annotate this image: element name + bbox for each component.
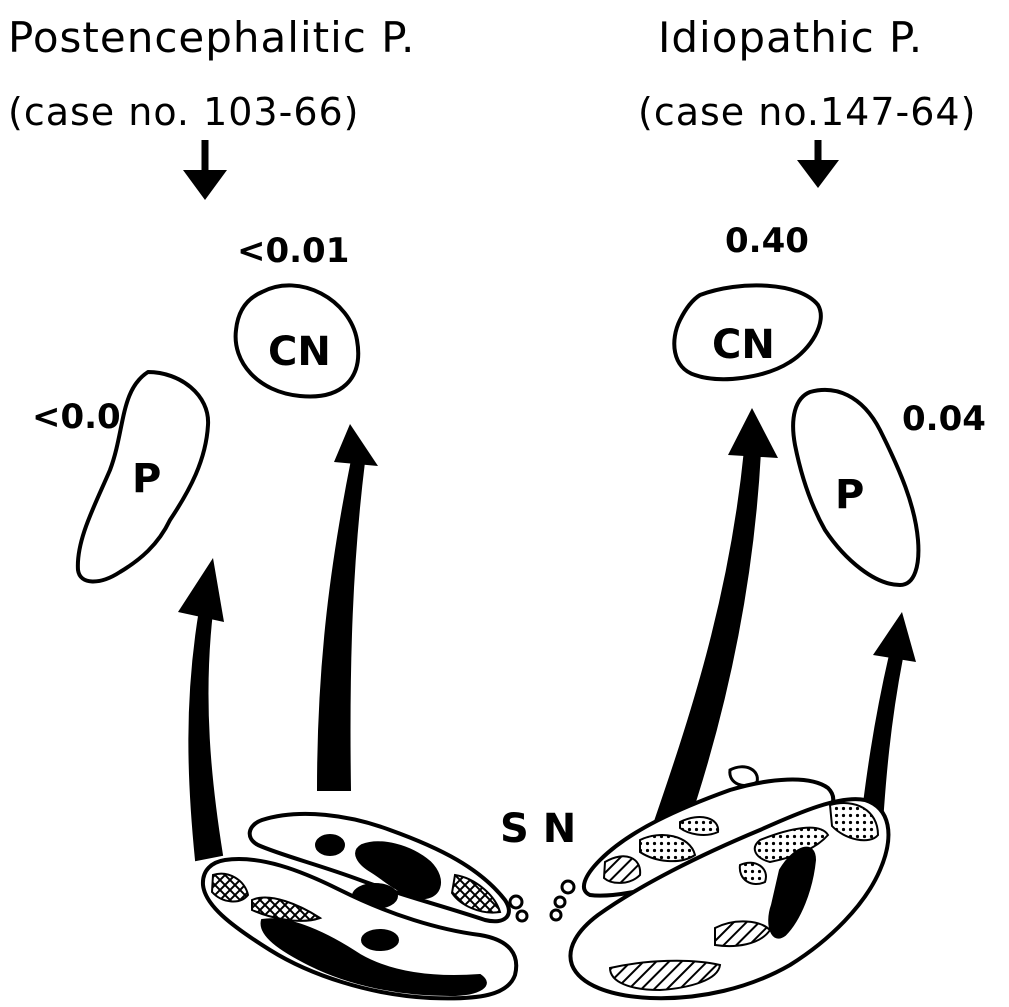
left-cn-label: CN xyxy=(268,329,331,375)
sn-label: S N xyxy=(500,806,576,852)
left-substantia-nigra-section xyxy=(203,814,527,998)
right-substantia-nigra-section xyxy=(551,767,888,998)
left-cn-value: <0.01 xyxy=(237,231,349,271)
left-caudate-nucleus: CN xyxy=(236,285,359,396)
left-down-arrow-icon xyxy=(183,140,227,200)
left-p-label: P xyxy=(132,456,161,502)
right-cn-value: 0.40 xyxy=(725,221,809,261)
right-down-arrow-icon xyxy=(797,140,839,188)
right-putamen: P xyxy=(793,390,918,585)
left-arrow-to-putamen-icon xyxy=(178,558,224,860)
right-title: Idiopathic P. xyxy=(658,13,923,62)
right-caudate-nucleus: CN xyxy=(674,285,821,379)
left-title: Postencephalitic P. xyxy=(8,13,415,62)
right-case-number: (case no.147-64) xyxy=(638,90,976,134)
left-case-number: (case no. 103-66) xyxy=(8,90,360,134)
right-arrow-to-cn-icon xyxy=(652,408,778,835)
right-p-value: 0.04 xyxy=(902,399,986,439)
right-cn-label: CN xyxy=(712,322,775,368)
left-arrow-to-cn-icon xyxy=(318,424,378,790)
right-p-label: P xyxy=(835,472,864,518)
